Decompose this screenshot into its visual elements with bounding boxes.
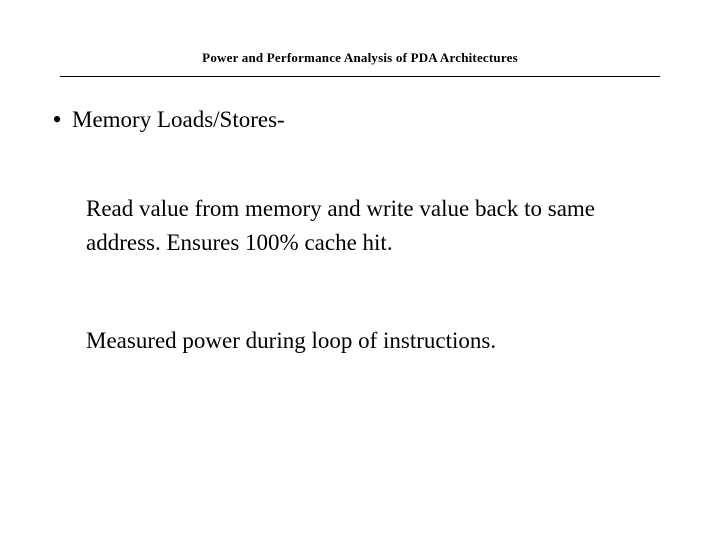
slide-body: • Memory Loads/Stores- Read value from m… — [42, 103, 682, 358]
paragraph-description: Read value from memory and write value b… — [86, 196, 596, 255]
slide-header-title: Power and Performance Analysis of PDA Ar… — [202, 50, 518, 65]
header-divider — [60, 76, 660, 77]
bullet-item-label: Memory Loads/Stores- — [72, 107, 285, 132]
bullet-item: • Memory Loads/Stores- — [42, 103, 682, 137]
bullet-point-icon: • — [52, 105, 62, 134]
paragraph-measurement: Measured power during loop of instructio… — [86, 328, 497, 353]
